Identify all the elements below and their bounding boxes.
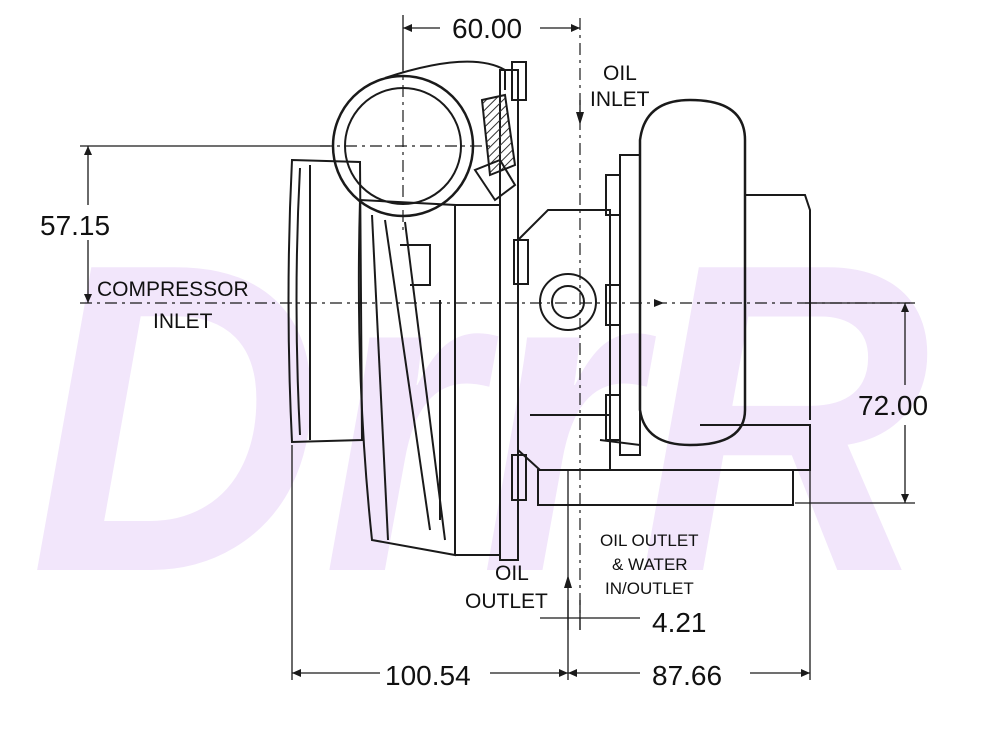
dimension-72: 72.00 xyxy=(858,390,928,421)
oil-inlet-label-2: INLET xyxy=(590,88,650,111)
dimension-60: 60.00 xyxy=(452,13,522,44)
oil-water-label-2: & WATER xyxy=(612,555,688,574)
compressor-inlet-label-1: COMPRESSOR xyxy=(97,278,249,301)
dimension-100: 100.54 xyxy=(385,660,471,691)
compressor-inlet-flange xyxy=(287,158,364,444)
turbine-outlet-flange xyxy=(537,469,794,506)
watermark: DrrR xyxy=(30,173,930,664)
oil-inlet-flange xyxy=(480,93,517,177)
oil-water-label-3: IN/OUTLET xyxy=(605,579,694,598)
turbine-housing xyxy=(638,98,747,447)
oil-water-label-1: OIL OUTLET xyxy=(600,531,699,550)
arrowheads xyxy=(84,24,909,677)
oil-outlet-label-1: OIL xyxy=(495,562,529,585)
dimension-lines xyxy=(80,15,915,680)
oil-outlet-label-2: OUTLET xyxy=(465,590,548,613)
oil-inlet-label-1: OIL xyxy=(603,62,637,85)
oil-inlet-port xyxy=(539,273,597,331)
center-housing xyxy=(517,209,611,471)
dimension-4: 4.21 xyxy=(652,607,707,638)
compressor-housing xyxy=(357,198,456,557)
compressor-inlet-label-2: INLET xyxy=(153,310,213,333)
dimension-87: 87.66 xyxy=(652,660,722,691)
dimension-57: 57.15 xyxy=(40,210,110,241)
backplate xyxy=(499,69,519,561)
